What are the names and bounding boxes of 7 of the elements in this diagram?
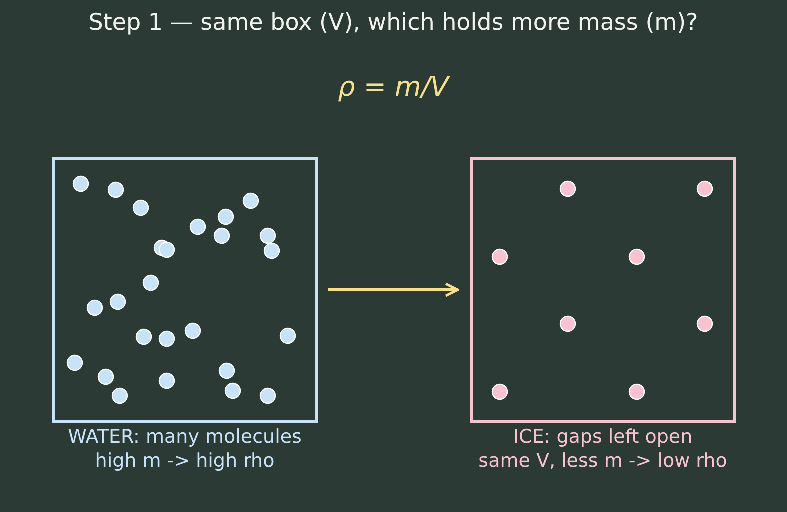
box-caption: WATER: many molecules [67,425,303,449]
box-caption: same V, less m -> low rho [478,449,728,473]
arrow [328,282,460,298]
box-caption: ICE: gaps left open [512,425,694,449]
title: Step 1 — same box (V), which holds more mass (m)? [88,10,700,36]
density-formula: ρ = m/V [337,72,452,103]
box-caption: high m -> high rho [94,449,276,473]
